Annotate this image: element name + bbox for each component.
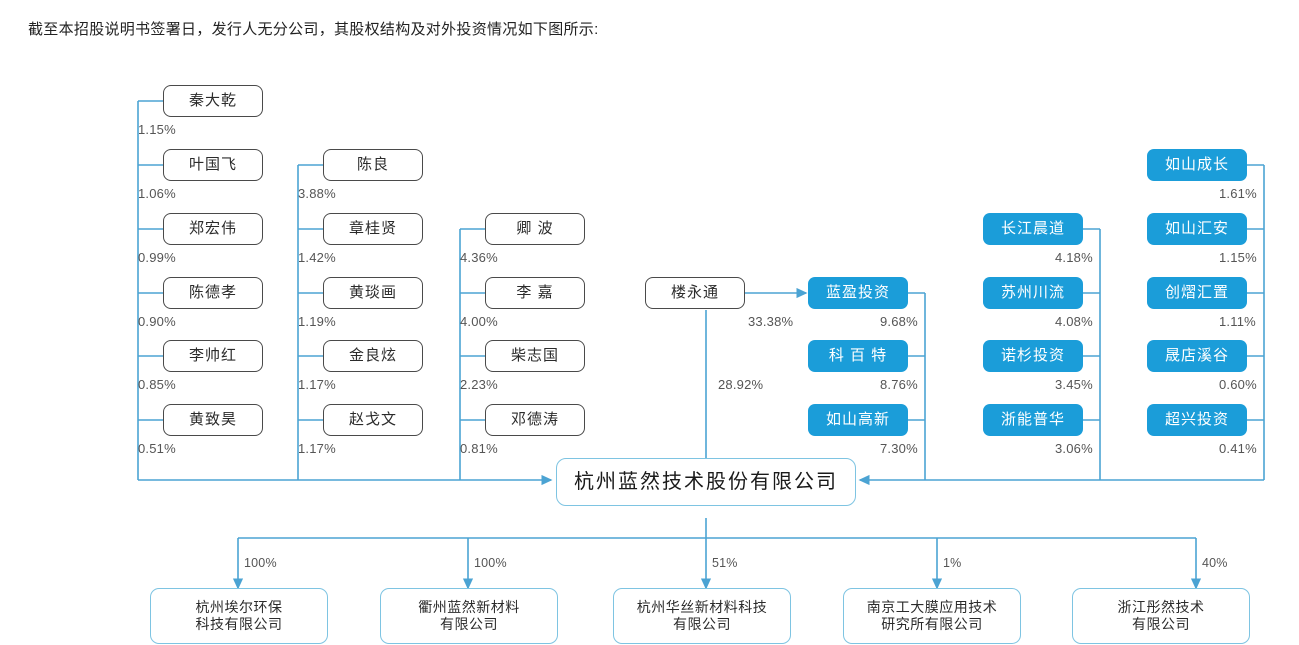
ownership-pct: 0.85%: [138, 377, 176, 392]
subsidiary-box[interactable]: 杭州华丝新材料科技 有限公司: [613, 588, 791, 644]
ownership-pct: 4.08%: [1055, 314, 1093, 329]
ownership-pct: 0.51%: [138, 441, 176, 456]
shareholder-box[interactable]: 卿 波: [485, 213, 585, 245]
ownership-pct: 1.17%: [298, 441, 336, 456]
shareholder-box[interactable]: 柴志国: [485, 340, 585, 372]
ownership-pct: 1.61%: [1219, 186, 1257, 201]
subsidiary-pct: 51%: [712, 556, 738, 570]
institution-box[interactable]: 如山汇安: [1147, 213, 1247, 245]
shareholder-box[interactable]: 叶国飞: [163, 149, 263, 181]
ownership-pct: 1.17%: [298, 377, 336, 392]
shareholder-box[interactable]: 陈德孝: [163, 277, 263, 309]
ownership-pct: 4.18%: [1055, 250, 1093, 265]
controlling-shareholder-box[interactable]: 楼永通: [645, 277, 745, 309]
issuer-box[interactable]: 杭州蓝然技术股份有限公司: [556, 458, 856, 506]
ownership-pct: 0.60%: [1219, 377, 1257, 392]
ownership-pct: 0.41%: [1219, 441, 1257, 456]
shareholder-box[interactable]: 秦大乾: [163, 85, 263, 117]
shareholder-box[interactable]: 郑宏伟: [163, 213, 263, 245]
ownership-pct: 7.30%: [880, 441, 918, 456]
ownership-pct: 3.06%: [1055, 441, 1093, 456]
institution-box[interactable]: 诺杉投资: [983, 340, 1083, 372]
controller-pct-to-issuer: 28.92%: [718, 377, 764, 392]
ownership-pct: 1.06%: [138, 186, 176, 201]
institution-box[interactable]: 长江晨道: [983, 213, 1083, 245]
ownership-pct: 4.00%: [460, 314, 498, 329]
institution-box[interactable]: 超兴投资: [1147, 404, 1247, 436]
shareholder-box[interactable]: 李 嘉: [485, 277, 585, 309]
ownership-pct: 1.19%: [298, 314, 336, 329]
institution-box[interactable]: 如山成长: [1147, 149, 1247, 181]
subsidiary-box[interactable]: 南京工大膜应用技术 研究所有限公司: [843, 588, 1021, 644]
shareholder-box[interactable]: 章桂贤: [323, 213, 423, 245]
page-caption: 截至本招股说明书签署日，发行人无分公司，其股权结构及对外投资情况如下图所示:: [28, 21, 599, 38]
subsidiary-box[interactable]: 杭州埃尔环保 科技有限公司: [150, 588, 328, 644]
shareholder-box[interactable]: 黄琰画: [323, 277, 423, 309]
ownership-pct: 1.15%: [1219, 250, 1257, 265]
subsidiary-pct: 40%: [1202, 556, 1228, 570]
ownership-pct: 0.99%: [138, 250, 176, 265]
ownership-pct: 4.36%: [460, 250, 498, 265]
ownership-pct: 8.76%: [880, 377, 918, 392]
institution-box[interactable]: 蓝盈投资: [808, 277, 908, 309]
ownership-pct: 3.88%: [298, 186, 336, 201]
institution-box[interactable]: 科 百 特: [808, 340, 908, 372]
ownership-pct: 1.15%: [138, 122, 176, 137]
institution-box[interactable]: 如山高新: [808, 404, 908, 436]
subsidiary-pct: 1%: [943, 556, 962, 570]
ownership-pct: 1.42%: [298, 250, 336, 265]
subsidiary-pct: 100%: [244, 556, 277, 570]
institution-box[interactable]: 创熠汇置: [1147, 277, 1247, 309]
subsidiary-pct: 100%: [474, 556, 507, 570]
shareholder-box[interactable]: 金良炫: [323, 340, 423, 372]
shareholder-box[interactable]: 黄致昊: [163, 404, 263, 436]
ownership-pct: 9.68%: [880, 314, 918, 329]
ownership-pct: 2.23%: [460, 377, 498, 392]
ownership-structure-diagram: 秦大乾 1.15% 叶国飞 1.06% 郑宏伟 0.99% 陈德孝 0.90% …: [0, 60, 1299, 645]
shareholder-box[interactable]: 陈良: [323, 149, 423, 181]
subsidiary-box[interactable]: 衢州蓝然新材料 有限公司: [380, 588, 558, 644]
shareholder-box[interactable]: 邓德涛: [485, 404, 585, 436]
ownership-pct: 0.90%: [138, 314, 176, 329]
controller-pct-to-lanying: 33.38%: [748, 314, 794, 329]
subsidiary-box[interactable]: 浙江彤然技术 有限公司: [1072, 588, 1250, 644]
institution-box[interactable]: 苏州川流: [983, 277, 1083, 309]
institution-box[interactable]: 浙能普华: [983, 404, 1083, 436]
ownership-pct: 0.81%: [460, 441, 498, 456]
institution-box[interactable]: 晟店溪谷: [1147, 340, 1247, 372]
ownership-pct: 3.45%: [1055, 377, 1093, 392]
shareholder-box[interactable]: 李帅红: [163, 340, 263, 372]
shareholder-box[interactable]: 赵戈文: [323, 404, 423, 436]
ownership-pct: 1.11%: [1219, 314, 1256, 329]
